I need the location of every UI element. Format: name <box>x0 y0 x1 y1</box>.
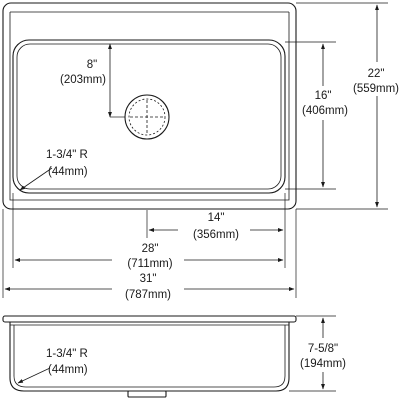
corner-radius-metric: (44mm) <box>48 166 88 178</box>
depth-imperial: 7-5/8" <box>308 343 338 355</box>
depth-metric: (194mm) <box>300 358 346 370</box>
side-corner-radius-leader <box>17 367 51 384</box>
sink-bowl <box>12 39 286 194</box>
drain-to-edge-metric: (356mm) <box>193 229 239 241</box>
bowl-length-imperial: 16" <box>315 90 332 102</box>
corner-radius-leader <box>19 167 53 191</box>
corner-radius-imperial: 1-3/4" R <box>46 149 88 161</box>
sink-outer-rim <box>2 2 297 210</box>
overall-width-metric: (787mm) <box>125 289 171 301</box>
overall-length-metric: (559mm) <box>353 83 399 95</box>
sink-rim-ledge <box>9 11 290 201</box>
sink-flange <box>2 315 297 323</box>
overall-length-imperial: 22" <box>368 68 385 80</box>
drain-icon <box>124 94 170 140</box>
bowl-width-imperial: 28" <box>142 243 159 255</box>
side-corner-radius-imperial: 1-3/4" R <box>46 348 88 360</box>
bowl-width-metric: (711mm) <box>127 258 172 270</box>
drain-offset-metric: (203mm) <box>60 74 106 86</box>
side-corner-radius-metric: (44mm) <box>48 364 88 376</box>
bowl-length-metric: (406mm) <box>302 105 348 117</box>
side-view: 1-3/4" R (44mm) <box>2 315 297 398</box>
top-view: 8" (203mm) 1-3/4" R (44mm) <box>2 2 297 210</box>
drain-to-edge-imperial: 14" <box>208 212 225 224</box>
sink-bowl-inner <box>16 43 282 190</box>
overall-width-imperial: 31" <box>140 273 157 285</box>
drain-offset-imperial: 8" <box>87 59 97 71</box>
drain-outlet <box>127 390 167 398</box>
